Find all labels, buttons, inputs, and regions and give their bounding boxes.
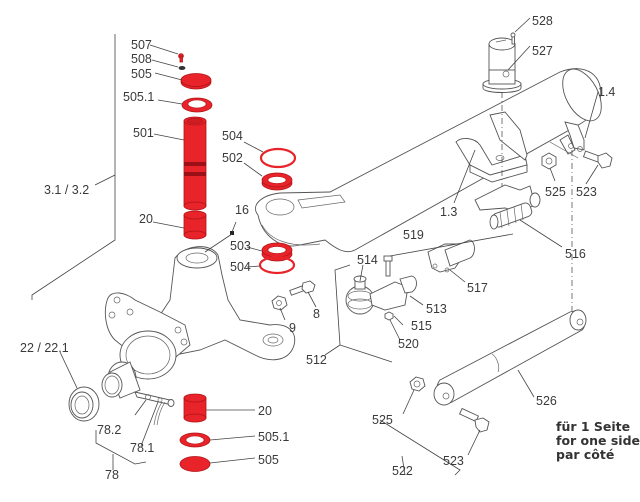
label-522: 522 (392, 464, 413, 478)
damper-526 (433, 309, 587, 406)
label-8: 8 (313, 307, 320, 321)
label-78-1: 78.1 (130, 441, 154, 455)
red-parts-upper (178, 53, 297, 275)
bolt-523-bottom (458, 407, 490, 433)
nut-525-top (541, 152, 557, 170)
nut-22 (68, 386, 100, 422)
labels: 507 508 505 505.1 501 504 502 3.1 / 3.2 … (20, 14, 615, 482)
leader-lines (31, 17, 599, 476)
label-1-3: 1.3 (440, 205, 457, 219)
bracket-1-3 (455, 111, 528, 183)
red-parts-lower (179, 393, 211, 472)
label-1-4: 1.4 (598, 85, 615, 99)
label-525-bottom: 525 (372, 413, 393, 427)
label-505-bottom: 505 (258, 453, 279, 467)
pivot-527 (482, 32, 522, 93)
label-523-top: 523 (576, 185, 597, 199)
label-525-top: 525 (545, 185, 566, 199)
note-line-fr: par côté (556, 447, 614, 462)
label-501: 501 (133, 126, 154, 140)
label-505-top: 505 (131, 67, 152, 81)
bolt-523-top (582, 150, 613, 169)
label-78-2: 78.2 (97, 423, 121, 437)
label-528: 528 (532, 14, 553, 28)
label-516: 516 (565, 247, 586, 261)
label-78: 78 (105, 468, 119, 482)
label-9: 9 (289, 321, 296, 335)
label-519: 519 (403, 228, 424, 242)
clamp-517 (427, 239, 475, 273)
label-505-1-bottom: 505.1 (258, 430, 289, 444)
label-520: 520 (398, 337, 419, 351)
label-504-top: 504 (222, 129, 243, 143)
sensor-78 (134, 391, 175, 426)
bracket-1-4 (549, 121, 585, 159)
label-527: 527 (532, 44, 553, 58)
label-16: 16 (235, 203, 249, 217)
label-526: 526 (536, 394, 557, 408)
label-20-top: 20 (139, 212, 153, 226)
tie-rod-end-512 (345, 255, 417, 321)
label-502: 502 (222, 151, 243, 165)
label-20-bottom: 20 (258, 404, 272, 418)
label-513: 513 (426, 302, 447, 316)
label-22-22-1: 22 / 22.1 (20, 341, 69, 355)
label-517: 517 (467, 281, 488, 295)
label-504-bottom: 504 (230, 260, 251, 274)
side-note: für 1 Seite for one side par côté (556, 419, 640, 462)
label-514: 514 (357, 253, 378, 267)
label-523-bottom: 523 (443, 454, 464, 468)
label-512: 512 (306, 353, 327, 367)
label-505-1-top: 505.1 (123, 90, 154, 104)
label-3-1-3-2: 3.1 / 3.2 (44, 183, 89, 197)
note-line-en: for one side (556, 433, 640, 448)
label-508: 508 (131, 52, 152, 66)
bolt-8 (289, 280, 316, 296)
label-507: 507 (131, 38, 152, 52)
nut-9 (271, 295, 288, 311)
axle-beam (255, 68, 602, 253)
note-line-de: für 1 Seite (556, 419, 630, 434)
label-503: 503 (230, 239, 251, 253)
nut-525-bottom (409, 376, 426, 392)
steering-knuckle (101, 246, 296, 399)
clamp-516 (474, 184, 541, 230)
label-515: 515 (411, 319, 432, 333)
